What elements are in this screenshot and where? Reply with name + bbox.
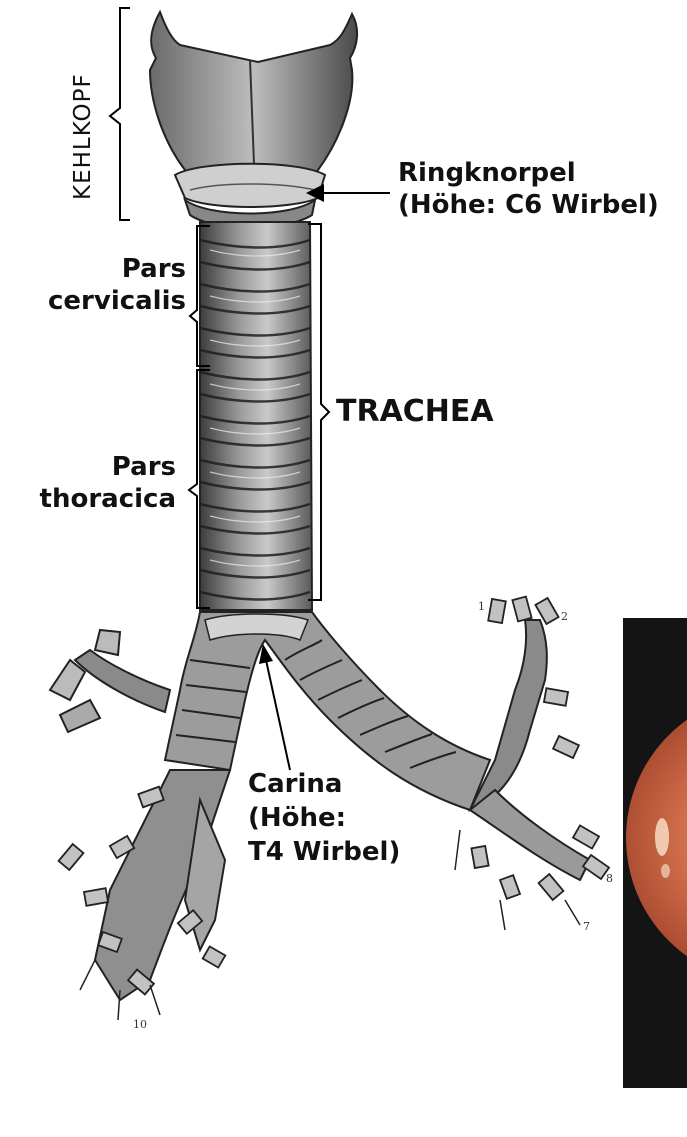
endoscopy-photo xyxy=(623,618,687,1088)
carina-arrow-line xyxy=(265,659,291,771)
pars-cervicalis-line2: cervicalis xyxy=(48,285,186,316)
trachea-bracket xyxy=(308,223,331,601)
ringknorpel-arrowhead xyxy=(306,184,324,202)
ringknorpel-label-line2: (Höhe: C6 Wirbel) xyxy=(398,189,659,220)
pars-cervicalis-label: Pars cervicalis xyxy=(30,254,186,317)
pars-thoracica-bracket xyxy=(187,369,210,609)
photo-highlight xyxy=(661,864,670,878)
pars-thoracica-line1: Pars xyxy=(111,452,176,482)
carina-line2: (Höhe: xyxy=(248,802,347,833)
pars-cervicalis-line1: Pars xyxy=(121,254,186,284)
ringknorpel-label-line1: Ringknorpel xyxy=(398,158,576,188)
carina-line1: Carina xyxy=(248,769,343,799)
photo-highlight xyxy=(655,818,669,856)
carina-arrowhead xyxy=(259,644,273,664)
figure-number: 8 xyxy=(606,872,613,885)
figure-number: 7 xyxy=(583,920,590,933)
kehlkopf-bracket xyxy=(108,7,130,221)
figure-number: 10 xyxy=(133,1018,147,1031)
kehlkopf-label: KEHLKOPF xyxy=(70,73,96,200)
pars-cervicalis-bracket xyxy=(188,225,210,367)
arrowheads xyxy=(259,184,324,664)
trachea-label: TRACHEA xyxy=(336,394,494,429)
carina-line3: T4 Wirbel) xyxy=(248,836,401,867)
annotation-lines xyxy=(108,7,390,771)
larynx-drawing xyxy=(148,9,358,229)
bronchi-drawing xyxy=(48,595,611,1021)
figure-number: 1 xyxy=(478,600,485,613)
pars-thoracica-label: Pars thoracica xyxy=(20,452,176,515)
figure-number: 2 xyxy=(561,610,568,623)
pars-thoracica-line2: thoracica xyxy=(39,483,176,514)
carina-label: Carina (Höhe: T4 Wirbel) xyxy=(248,768,400,869)
trachea-tube-drawing xyxy=(199,221,314,611)
ringknorpel-label: Ringknorpel (Höhe: C6 Wirbel) xyxy=(398,158,659,221)
